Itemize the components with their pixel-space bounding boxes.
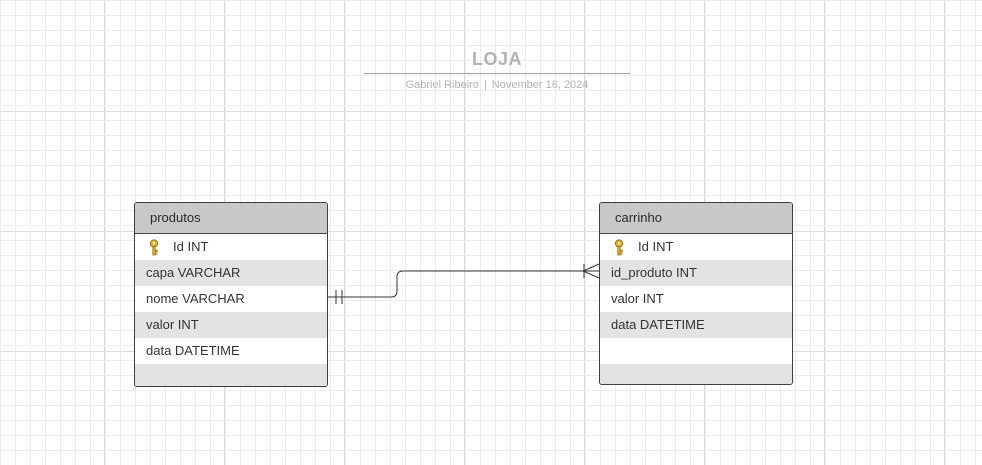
diagram-title[interactable]: LOJA [471,49,522,69]
diagram-date: November 16, 2024 [491,79,589,91]
field-label: Id INT [638,239,674,254]
diagram-subtitle: Gabriel Ribeiro | November 16, 2024 [364,78,630,92]
key-icon [148,239,164,256]
field-row-capa[interactable]: capa VARCHAR [135,260,327,286]
field-row-nome[interactable]: nome VARCHAR [146,291,245,306]
field-row-valor[interactable]: valor INT [611,291,664,306]
entity-header-produtos[interactable]: produtos [135,203,327,234]
key-icon [613,239,629,256]
entity-header-carrinho[interactable]: carrinho [600,203,792,234]
field-row-data[interactable]: data DATETIME [600,312,792,338]
crow-foot-upper [582,263,600,272]
diagram-title-block: LOJA Gabriel Ribeiro | November 16, 2024 [364,46,630,92]
entity-carrinho[interactable]: carrinho Id INT id_produto INT valor INT… [599,202,793,385]
field-row-id[interactable]: Id INT [135,234,327,260]
crow-foot-lower [582,270,600,279]
field-row-id[interactable]: Id INT [600,234,792,260]
diagram-author: Gabriel Ribeiro [405,79,479,91]
field-row-empty[interactable] [135,364,327,386]
entity-produtos[interactable]: produtos Id INT capa VARCHAR nome VARCHA… [134,202,328,387]
relationship-line [327,270,599,298]
field-row-valor[interactable]: valor INT [135,312,327,338]
field-label: Id INT [173,239,209,254]
title-divider [364,73,630,74]
field-row-empty[interactable] [600,364,792,384]
field-row-data[interactable]: data DATETIME [146,343,240,358]
subtitle-separator: | [483,79,487,91]
field-row-id-produto[interactable]: id_produto INT [600,260,792,286]
field-row-empty[interactable] [600,338,792,364]
